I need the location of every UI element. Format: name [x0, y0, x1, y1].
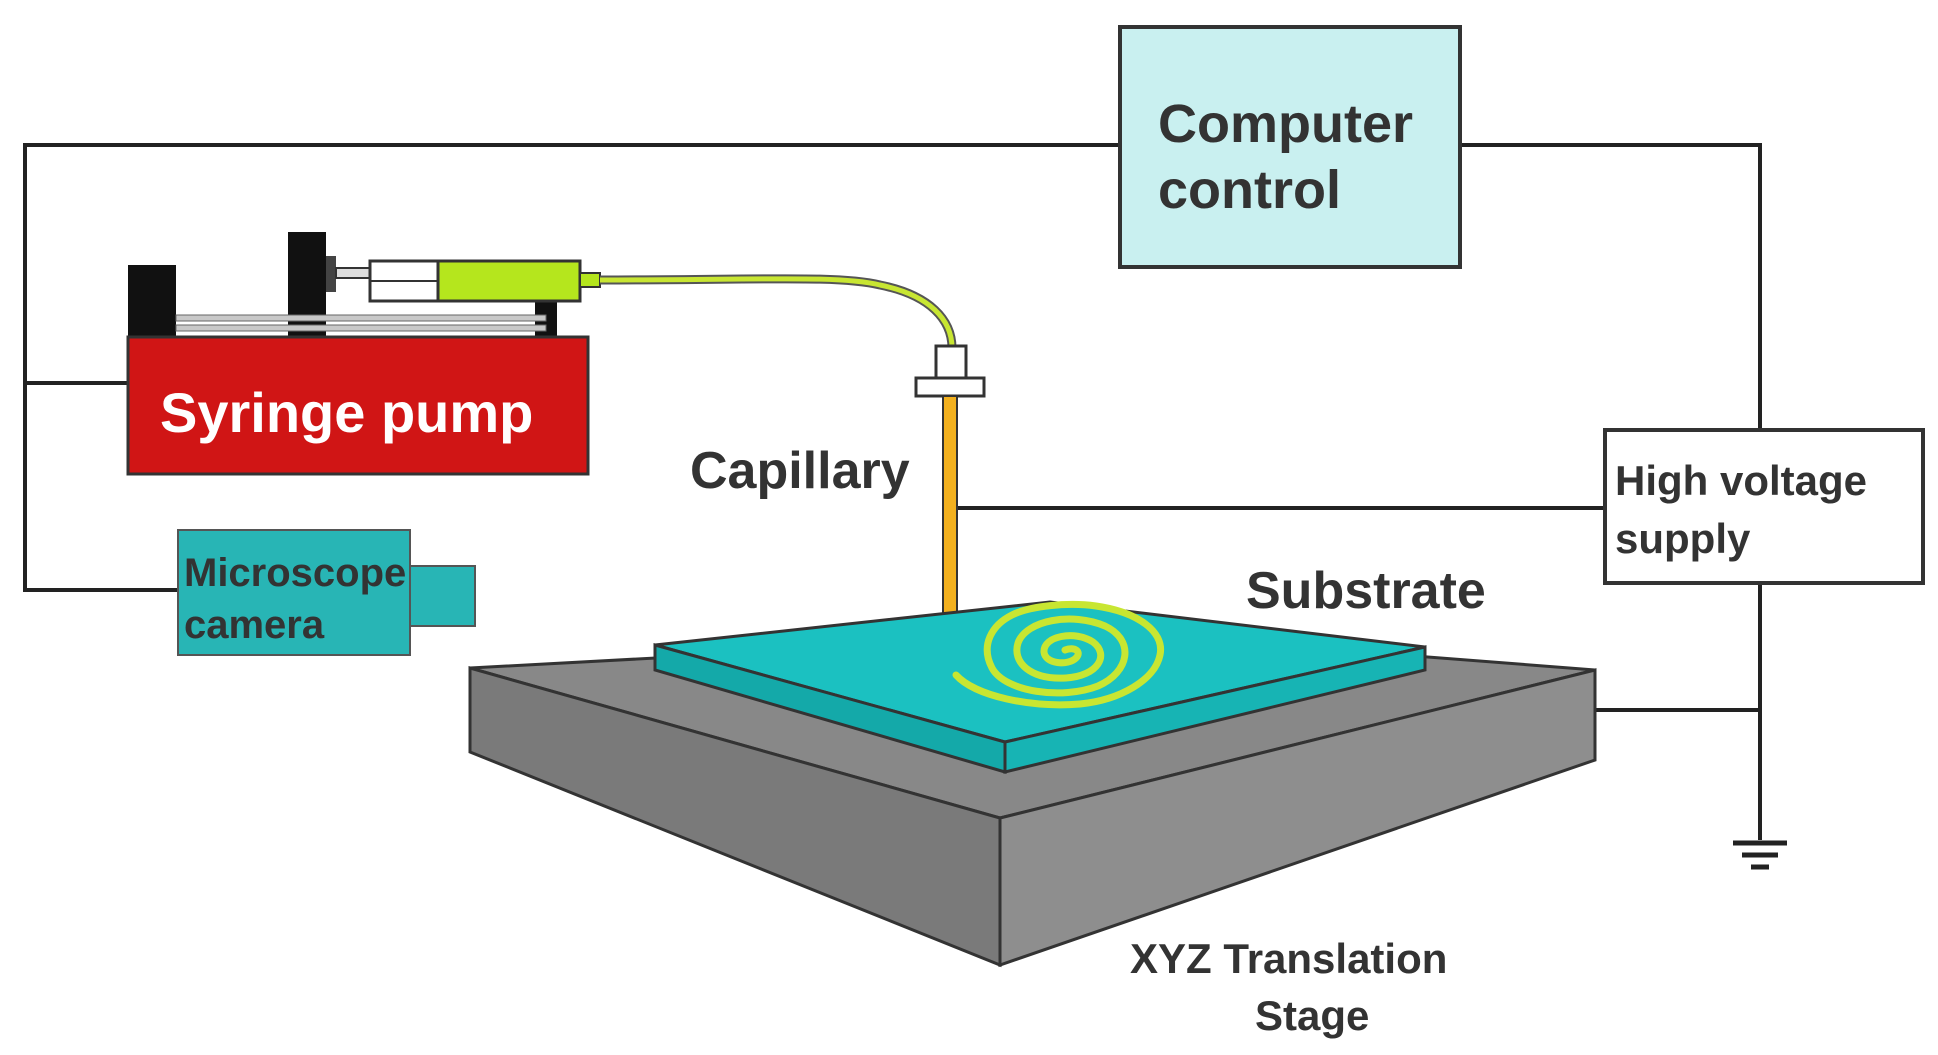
printed-spiral-pattern — [952, 600, 1165, 709]
computer-control-box: Computer control — [1118, 25, 1462, 269]
stage-label-line2: Stage — [1255, 992, 1369, 1039]
pump-left-post — [128, 265, 176, 337]
substrate-right-face — [1003, 645, 1427, 774]
pump-rail-top — [175, 314, 547, 322]
wire-computer-left — [23, 143, 1120, 592]
needle-hub-top — [934, 344, 968, 380]
high-voltage-label-line2: supply — [1615, 515, 1751, 562]
substrate-label: Substrate — [1246, 562, 1486, 620]
syringe-pump: Syringe pump — [126, 232, 601, 476]
computer-control-label-line1: Computer — [1158, 94, 1413, 154]
syringe-barrel-filled — [436, 259, 582, 303]
microscope-label-line2: camera — [184, 603, 325, 647]
capillary-tube — [942, 395, 958, 637]
high-voltage-label-line1: High voltage — [1615, 457, 1867, 504]
ground-symbol-icon — [1733, 840, 1787, 870]
computer-control-label-line2: control — [1158, 160, 1341, 220]
syringe-plunger-tip — [326, 256, 336, 292]
wire-computer-hv — [1460, 143, 1762, 430]
high-voltage-supply-box: High voltage supply — [1603, 428, 1925, 585]
stage-right-face — [998, 668, 1597, 968]
camera-body — [177, 529, 411, 656]
needle-hub-flange — [914, 376, 986, 398]
syringe-plunger-rod — [335, 267, 371, 279]
microscope-camera: Microscope camera — [177, 529, 476, 656]
syringe-pump-body — [126, 335, 590, 476]
microscope-label-line1: Microscope — [184, 551, 406, 595]
stage-label-line1: XYZ Translation — [1130, 935, 1447, 982]
pump-rail-bottom — [175, 324, 547, 332]
capillary-needle — [914, 344, 986, 637]
camera-lens — [409, 565, 476, 627]
capillary-label: Capillary — [690, 442, 910, 500]
wiring — [23, 143, 1762, 840]
syringe-nozzle — [579, 272, 601, 288]
syringe-pump-label: Syringe pump — [160, 381, 533, 444]
